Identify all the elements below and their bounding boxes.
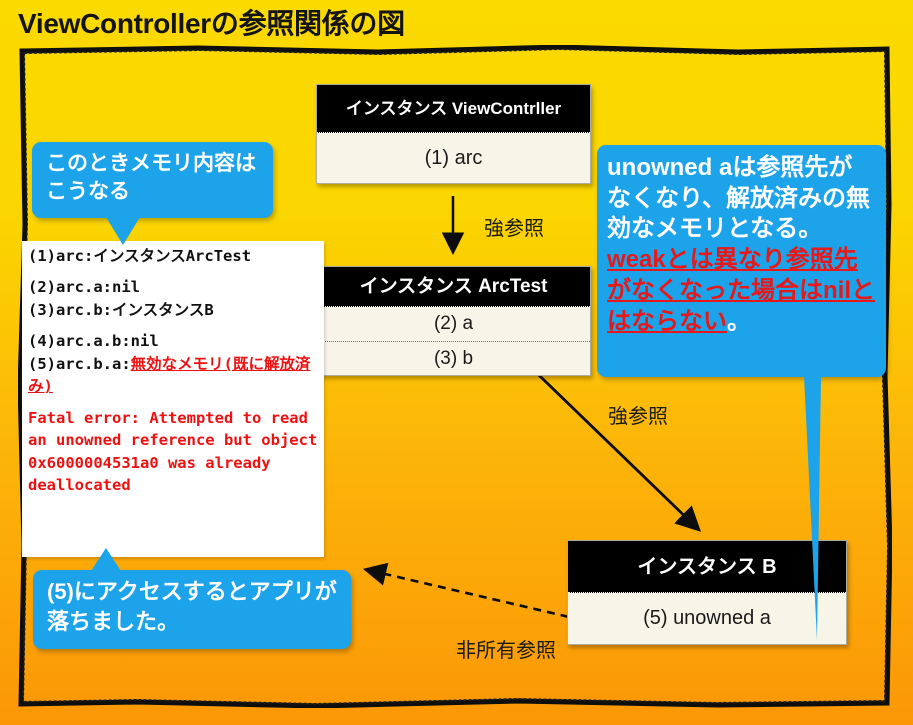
instance-box-row-b: (3) b [317, 341, 590, 375]
fatal-error-text: Fatal error: Attempted to read an unowne… [28, 408, 327, 495]
instance-box-header: インスタンス B [568, 541, 846, 593]
memory-line-5-highlight: 無効なメモリ(既に解放済み) [28, 354, 311, 396]
callout-tail [804, 376, 821, 640]
callout-tail [106, 217, 140, 245]
callout-unowned-period: 。 [727, 307, 751, 335]
arrow-label-unowned: 非所有参照 [456, 640, 556, 662]
callout-tail [91, 548, 121, 571]
memory-line-3: (3)arc.b:インスタンスB [28, 300, 214, 319]
instance-box-arctest: インスタンス ArcTest (2) a (3) b [316, 266, 591, 376]
callout-unowned-red-text: weakとは異なり参照先がなくなった場合はnilとはならない [607, 246, 875, 335]
callout-crash-text: (5)にアクセスするとアプリが落ちました。 [47, 579, 337, 634]
memory-line-1: (1)arc:インスタンスArcTest [28, 247, 252, 265]
memory-line-5-prefix: (5)arc.b.a: [28, 354, 131, 373]
memory-contents-panel: (1)arc:インスタンスArcTest (2)arc.a:nil (3)arc… [22, 241, 324, 557]
callout-unowned-white-text: unowned aは参照先がなくなり、解放済みの無効なメモリとなる。 [607, 154, 871, 243]
instance-box-header: インスタンス ViewContrller [317, 85, 590, 133]
callout-unowned-explanation: unowned aは参照先がなくなり、解放済みの無効なメモリとなる。weakとは… [597, 145, 886, 640]
instance-box-row-arc: (1) arc [424, 147, 483, 169]
instance-box-header: インスタンス ArcTest [317, 267, 590, 307]
page-title: ViewControllerの参照関係の図 [18, 8, 405, 39]
callout-memory-text: このときメモリ内容はこうなる [46, 152, 256, 203]
instance-box-b: インスタンス B (5) unowned a [567, 540, 847, 645]
instance-box-row-unowned-a: (5) unowned a [643, 607, 771, 629]
callout-memory-contents: このときメモリ内容はこうなる [32, 142, 273, 245]
arrow-label-strong-diagonal: 強参照 [608, 406, 668, 428]
memory-line-2: (2)arc.a:nil [28, 278, 140, 297]
callout-app-crash: (5)にアクセスするとアプリが落ちました。 [33, 548, 351, 649]
memory-line-4: (4)arc.a.b:nil [28, 332, 159, 351]
instance-box-row-a: (2) a [433, 313, 474, 334]
instance-box-view-controller: インスタンス ViewContrller (1) arc [316, 84, 591, 184]
memory-line-5: (5)arc.b.a:無効なメモリ(既に解放済み) [28, 353, 318, 398]
arrow-label-strong-vertical: 強参照 [484, 218, 544, 240]
